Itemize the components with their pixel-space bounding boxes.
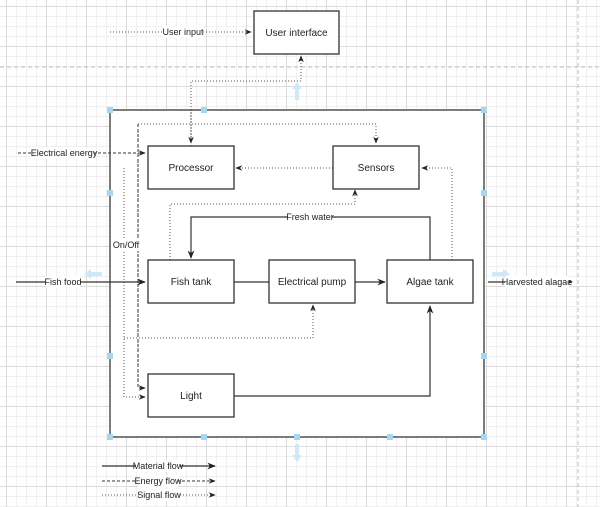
flow-energy-to-light[interactable] [137,124,146,391]
label-on-off-text: On/Off [113,240,140,250]
block-fish-tank-label: Fish tank [171,277,213,288]
legend-energy: Energy flow [102,475,216,487]
label-electrical-energy-text: Electrical energy [31,148,98,158]
label-electrical-energy: Electrical energy [31,147,98,159]
block-processor-label: Processor [168,163,214,174]
block-light[interactable]: Light [147,373,235,418]
label-harvested-algae: Harvested alagae [502,276,573,288]
block-processor[interactable]: Processor [147,145,235,190]
label-fish-food-text: Fish food [44,277,81,287]
resize-handle-ne[interactable] [481,107,487,113]
connect-arrow-up-icon[interactable] [292,82,302,100]
block-sensors-label: Sensors [358,163,395,174]
resize-handle-n[interactable] [201,107,207,113]
label-user-input: User input [162,26,204,38]
block-user-interface[interactable]: User interface [253,10,340,55]
resize-handle-e[interactable] [481,190,487,196]
flow-light-to-algae[interactable] [234,305,434,397]
block-algae-tank-label: Algae tank [406,277,454,288]
resize-handle-w[interactable] [107,190,113,196]
label-fish-food: Fish food [44,276,82,288]
resize-handle-s2[interactable] [294,434,300,440]
block-algae-tank[interactable]: Algae tank [386,259,474,304]
block-sensors[interactable]: Sensors [332,145,420,190]
resize-handle-s[interactable] [201,434,207,440]
legend-signal: Signal flow [102,489,216,501]
block-electrical-pump[interactable]: Electrical pump [268,259,356,304]
block-electrical-pump-label: Electrical pump [278,277,347,288]
resize-handle-nw[interactable] [107,107,113,113]
resize-handle-sw[interactable] [107,434,113,440]
block-user-interface-label: User interface [265,28,328,39]
resize-handle-s3[interactable] [387,434,393,440]
resize-handle-e2[interactable] [481,353,487,359]
legend-energy-label: Energy flow [134,476,182,486]
flow-algae-to-sensors[interactable] [421,165,453,260]
connect-arrow-down-icon[interactable] [292,444,302,462]
label-fresh-water: Fresh water [286,211,334,223]
label-on-off: On/Off [113,239,140,251]
legend-material-label: Material flow [133,461,184,471]
label-user-input-text: User input [162,27,204,37]
block-fish-tank[interactable]: Fish tank [147,259,235,304]
flow-onoff-to-light[interactable] [123,168,146,400]
resize-handle-se[interactable] [481,434,487,440]
legend: Material flow Energy flow Signal flow [102,460,216,501]
label-fresh-water-text: Fresh water [286,212,334,222]
flow-processor-to-ui[interactable] [190,55,304,146]
flow-onoff-to-pump[interactable] [124,304,316,339]
flow-fishtank-to-sensors[interactable] [169,189,358,260]
legend-material: Material flow [102,460,216,472]
label-harvested-algae-text: Harvested alagae [502,277,573,287]
connect-arrow-left-icon[interactable] [84,269,102,279]
block-light-label: Light [180,391,202,402]
legend-signal-label: Signal flow [137,490,181,500]
resize-handle-w2[interactable] [107,353,113,359]
